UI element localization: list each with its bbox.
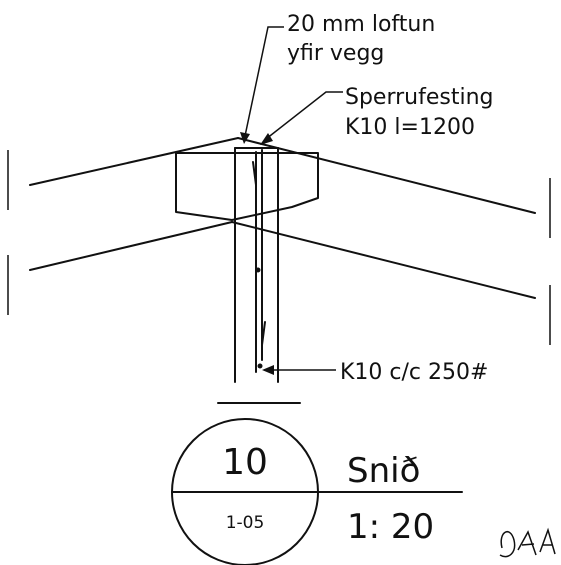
rafter-fixing-label-2: K10 l=1200 [345, 115, 475, 140]
section-title: Snið [347, 451, 420, 491]
rebar-dot [257, 363, 263, 369]
ceiling-gap-label-1: 20 mm loftun [287, 12, 435, 37]
wall [234, 147, 279, 383]
rafters [29, 137, 536, 299]
rebar-fixing [252, 149, 266, 373]
leader-rebar-spacing [262, 365, 336, 375]
section-marker: 10 1-05 Snið 1: 20 [171, 418, 463, 565]
leader-rafter-fixing [260, 91, 343, 145]
ceiling-block [175, 152, 319, 221]
rafter-fixing-label-1: Sperrufesting [345, 85, 494, 110]
section-number: 10 [222, 442, 268, 483]
ceiling-gap-label-2: yfir vegg [287, 41, 384, 66]
rebar-dot [255, 267, 261, 273]
margin-ticks [7, 150, 551, 345]
signature-mark [499, 527, 556, 558]
rebar-spacing-label: K10 c/c 250# [340, 360, 488, 385]
sheet-reference: 1-05 [226, 513, 265, 533]
section-scale: 1: 20 [347, 507, 434, 547]
leader-ceiling-gap [240, 26, 284, 144]
